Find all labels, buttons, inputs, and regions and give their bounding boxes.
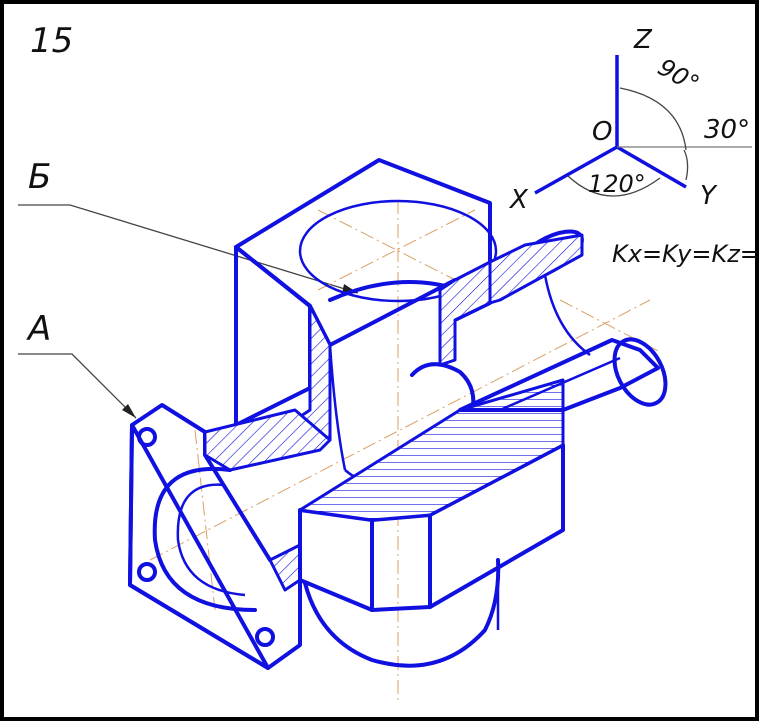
centerline-top-a: [317, 209, 476, 291]
right-pipe-upper-wall: [458, 338, 660, 412]
axis-y-label: Y: [700, 181, 718, 211]
right-boss-centerline: [559, 299, 661, 353]
flange-centerline: [194, 429, 216, 611]
right-boss-bore: [543, 274, 591, 357]
angle-120-label: 120°: [588, 170, 646, 198]
top-bore-opening: [298, 199, 498, 303]
angle-90-label: 90°: [653, 53, 704, 99]
axis-x-label: X: [508, 185, 529, 215]
section-wall-right: [438, 260, 492, 367]
flange-hole-bottom-left: [137, 562, 157, 582]
centerline-top-b: [317, 209, 476, 291]
arc-30: [683, 149, 689, 181]
bottom-boss: [303, 558, 501, 668]
flange-hole-top: [137, 427, 157, 447]
arc-120: [567, 175, 661, 197]
axis-y-line: [616, 145, 687, 189]
left-flange-edge: [128, 423, 270, 670]
callout-b-leader: [18, 204, 359, 294]
callout-b-label: Б: [28, 157, 51, 197]
callout-a: А: [18, 309, 137, 419]
valve-body-drawing: [128, 158, 668, 700]
axis-x-line: [534, 145, 618, 195]
right-pipe-inner: [499, 356, 621, 412]
arc-90: [619, 87, 687, 151]
callout-a-label: А: [26, 309, 51, 349]
right-boss-section: [488, 233, 584, 305]
horizontal-centerline: [149, 299, 651, 561]
axis-z-label: Z: [633, 25, 653, 55]
pipe-section-bottom-left: [268, 543, 302, 592]
left-flange-bore-inner: [176, 483, 246, 597]
sheet-number: 15: [30, 21, 73, 61]
axis-origin-label: O: [592, 117, 612, 147]
callout-a-arrowhead: [122, 404, 136, 418]
callout-a-leader: [18, 353, 137, 419]
left-flange-bore: [152, 466, 257, 612]
distortion-coefficients: Kx=Ky=Kz=1: [612, 240, 760, 268]
right-pipe-end: [612, 337, 668, 407]
inner-bore-left: [328, 344, 347, 471]
callout-b: Б: [18, 157, 359, 294]
lower-body-front-face: [370, 513, 432, 612]
upper-block-left-face: [234, 245, 312, 427]
angle-30-label: 30°: [704, 115, 750, 145]
flange-hole-bottom-right: [255, 627, 275, 647]
pipe-section-top-left: [203, 408, 332, 472]
isometric-axes: Z O X Y 90° 30° 120° Kx=Ky=Kz=1: [508, 25, 760, 268]
